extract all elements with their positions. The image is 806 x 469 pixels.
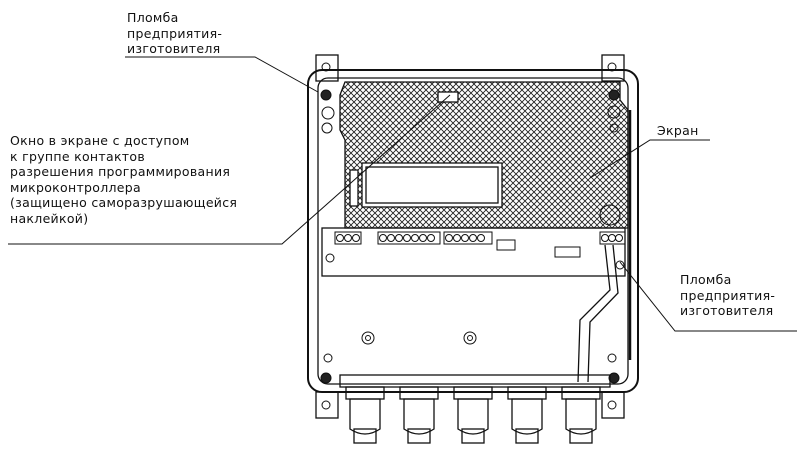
leader-seal-top [125,56,319,93]
seal-right-label: Пломба предприятия- изготовителя [680,272,775,319]
label-line: Пломба [680,272,732,287]
mount-tab [601,54,625,82]
label-line: к группе контактов [10,148,145,164]
leader-window [8,94,451,245]
mount-tab [315,54,339,82]
label-line: (защищено саморазрушающейся [10,195,238,210]
screen-label: Экран [657,123,699,138]
label-line: микроконтроллера [10,179,141,195]
mount-tab [601,391,625,419]
cable-glands [345,386,601,444]
display-window [361,162,503,208]
label-line: предприятия- [680,287,776,303]
label-line: разрешения программирования [10,164,231,179]
enclosure-body [307,69,639,393]
mount-tab [315,391,339,419]
label-line: наклейкой) [10,210,89,226]
label-line: предприятия- [127,25,223,41]
window-label: Окно в экране с доступом к группе контак… [10,133,237,226]
label-line: изготовителя [127,41,221,56]
label-line: Пломба [127,10,179,25]
leader-screen [589,139,710,179]
label-line: Окно в экране с доступом [10,133,190,148]
seal-top-label: Пломба предприятия- изготовителя [127,10,222,57]
label-line: изготовителя [680,303,774,318]
leader-seal-right [619,261,797,332]
